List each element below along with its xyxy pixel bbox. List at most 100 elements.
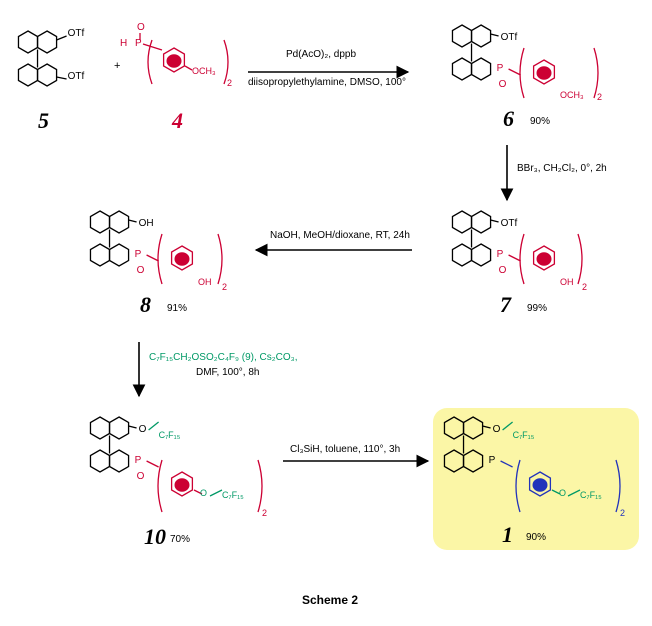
c1-naphthyl-bottom-ring-b (462, 449, 484, 473)
c4-o-label: O (137, 22, 145, 33)
c1-ring-o-label: O (559, 488, 567, 498)
c6-bracket-close (593, 47, 599, 99)
c1-o-bond (482, 425, 491, 429)
c8-p-label: P (134, 249, 142, 260)
compound-1-number: 1 (502, 522, 513, 547)
step5-conditions: Cl₃SiH, toluene, 110°, 3h (290, 444, 401, 455)
c1-bracket-open (515, 459, 521, 513)
c10-bracket-close (257, 459, 263, 513)
compound-8-number: 8 (140, 292, 151, 317)
c8-naphthyl-bottom-ring-a (89, 243, 111, 267)
c7-aryl-ring (532, 245, 556, 271)
c6-naphthyl-top-ring-a (451, 24, 473, 48)
compound-10-yield: 70% (170, 534, 191, 545)
c5-otf-bond-bottom (56, 76, 67, 80)
compound-6-yield: 90% (530, 116, 551, 127)
c6-naphthyl-bottom-ring-a (451, 57, 473, 81)
c7-p-aryl-bond (508, 254, 521, 262)
c6-aryl-ring (532, 59, 556, 85)
c6-subscript-2: 2 (597, 92, 603, 102)
c8-naphthyl-bottom-ring-b (108, 243, 130, 267)
c1-naphthyl-top-ring-a (443, 416, 465, 440)
c7-naphthyl-bottom-ring-a (451, 243, 473, 267)
c5-naphthyl-bottom-ring-a (17, 63, 39, 87)
c1-subscript-2: 2 (620, 508, 626, 518)
c8-oh-label: OH (138, 218, 154, 229)
c4-h-label: H (120, 38, 128, 49)
c8-oh-bond (128, 219, 137, 223)
c4-subscript-2: 2 (227, 78, 233, 88)
plus-sign: + (114, 60, 121, 72)
c7-bracket-open (519, 233, 525, 285)
c10-c7f15-ring-label: C₇F₁₅ (222, 490, 244, 500)
compound-7-yield: 99% (527, 303, 548, 314)
c8-bracket-open (157, 233, 163, 285)
c10-ch2-bond (148, 421, 159, 431)
c1-p-aryl-bond (500, 460, 513, 468)
c5-naphthyl-top-ring-a (17, 30, 39, 54)
c4-bracket-open (147, 39, 153, 85)
c1-bracket-close (615, 459, 621, 513)
c6-p-aryl-bond (508, 68, 521, 76)
c1-o-label: O (492, 424, 501, 435)
c1-aryl-dot (532, 478, 548, 492)
c10-o-label: O (138, 424, 147, 435)
c8-naphthyl-top-ring-b (108, 210, 130, 234)
c10-ring-ch2-bond (209, 489, 223, 497)
c10-subscript-2: 2 (262, 508, 268, 518)
c6-bracket-open (519, 47, 525, 99)
c10-aryl-dot (174, 478, 190, 492)
c7-o-label: O (498, 265, 507, 276)
step1-conditions-bottom: diisopropylethylamine, DMSO, 100° (248, 77, 406, 88)
c8-subscript-2: 2 (222, 282, 228, 292)
step4-conditions-top: C₇F₁₅CH₂OSO₂C₄F₉ (9), Cs₂CO₃, (149, 352, 298, 363)
step1-conditions-top: Pd(AcO)₂, dppb (286, 49, 357, 60)
c10-ring-o-label: O (200, 488, 208, 498)
c10-ring-o-bond (193, 489, 203, 495)
c4-aryl-ring (162, 47, 186, 73)
c8-o-label: O (136, 265, 145, 276)
compound-4-number: 4 (172, 108, 183, 133)
c8-p-aryl-bond (146, 254, 159, 262)
c1-ch2-bond (502, 421, 513, 431)
c5-otf-top-label: OTf (67, 28, 85, 39)
c8-aryl-ring (170, 245, 194, 271)
c1-naphthyl-top-ring-b (462, 416, 484, 440)
c6-naphthyl-top-ring-b (470, 24, 492, 48)
c6-p-label: P (496, 63, 504, 74)
compound-5-number: 5 (38, 108, 49, 133)
c7-p-label: P (496, 249, 504, 260)
c5-naphthyl-bottom-ring-b (36, 63, 58, 87)
c7-naphthyl-top-ring-a (451, 210, 473, 234)
scheme-caption: Scheme 2 (302, 593, 359, 607)
compound-1-yield: 90% (526, 532, 547, 543)
c1-ring-o-bond (551, 489, 561, 495)
c4-och3-label: OCH₃ (192, 66, 216, 76)
c10-p-aryl-bond (146, 460, 159, 468)
c7-subscript-2: 2 (582, 282, 588, 292)
c4-aryl-dot (166, 54, 182, 68)
c7-naphthyl-bottom-ring-b (470, 243, 492, 267)
c8-aryl-dot (174, 252, 190, 266)
compound-7-number: 7 (500, 292, 511, 317)
c4-ome-bond (184, 65, 193, 71)
c4-p-aryl-bond (142, 43, 163, 51)
c7-bracket-close (577, 233, 583, 285)
c8-oh-ring-label: OH (198, 277, 212, 287)
c6-och3-label: OCH₃ (560, 90, 584, 100)
c4-bracket-close (223, 39, 229, 85)
c1-c7f15-top-label: C₇F₁₅ (512, 430, 535, 440)
c6-naphthyl-bottom-ring-b (470, 57, 492, 81)
c10-naphthyl-bottom-ring-b (108, 449, 130, 473)
step3-conditions: NaOH, MeOH/dioxane, RT, 24h (270, 230, 410, 241)
c6-otf-bond (490, 33, 499, 37)
c5-otf-bond-top (56, 35, 67, 41)
c6-o-label: O (498, 79, 507, 90)
c6-otf-label: OTf (500, 32, 518, 43)
c1-aryl-ring (528, 471, 552, 497)
step2-conditions: BBr₃, CH₂Cl₂, 0°, 2h (517, 163, 607, 174)
compound-6-number: 6 (503, 106, 514, 131)
c10-o-bond (128, 425, 137, 429)
c1-p-label: P (488, 455, 496, 466)
